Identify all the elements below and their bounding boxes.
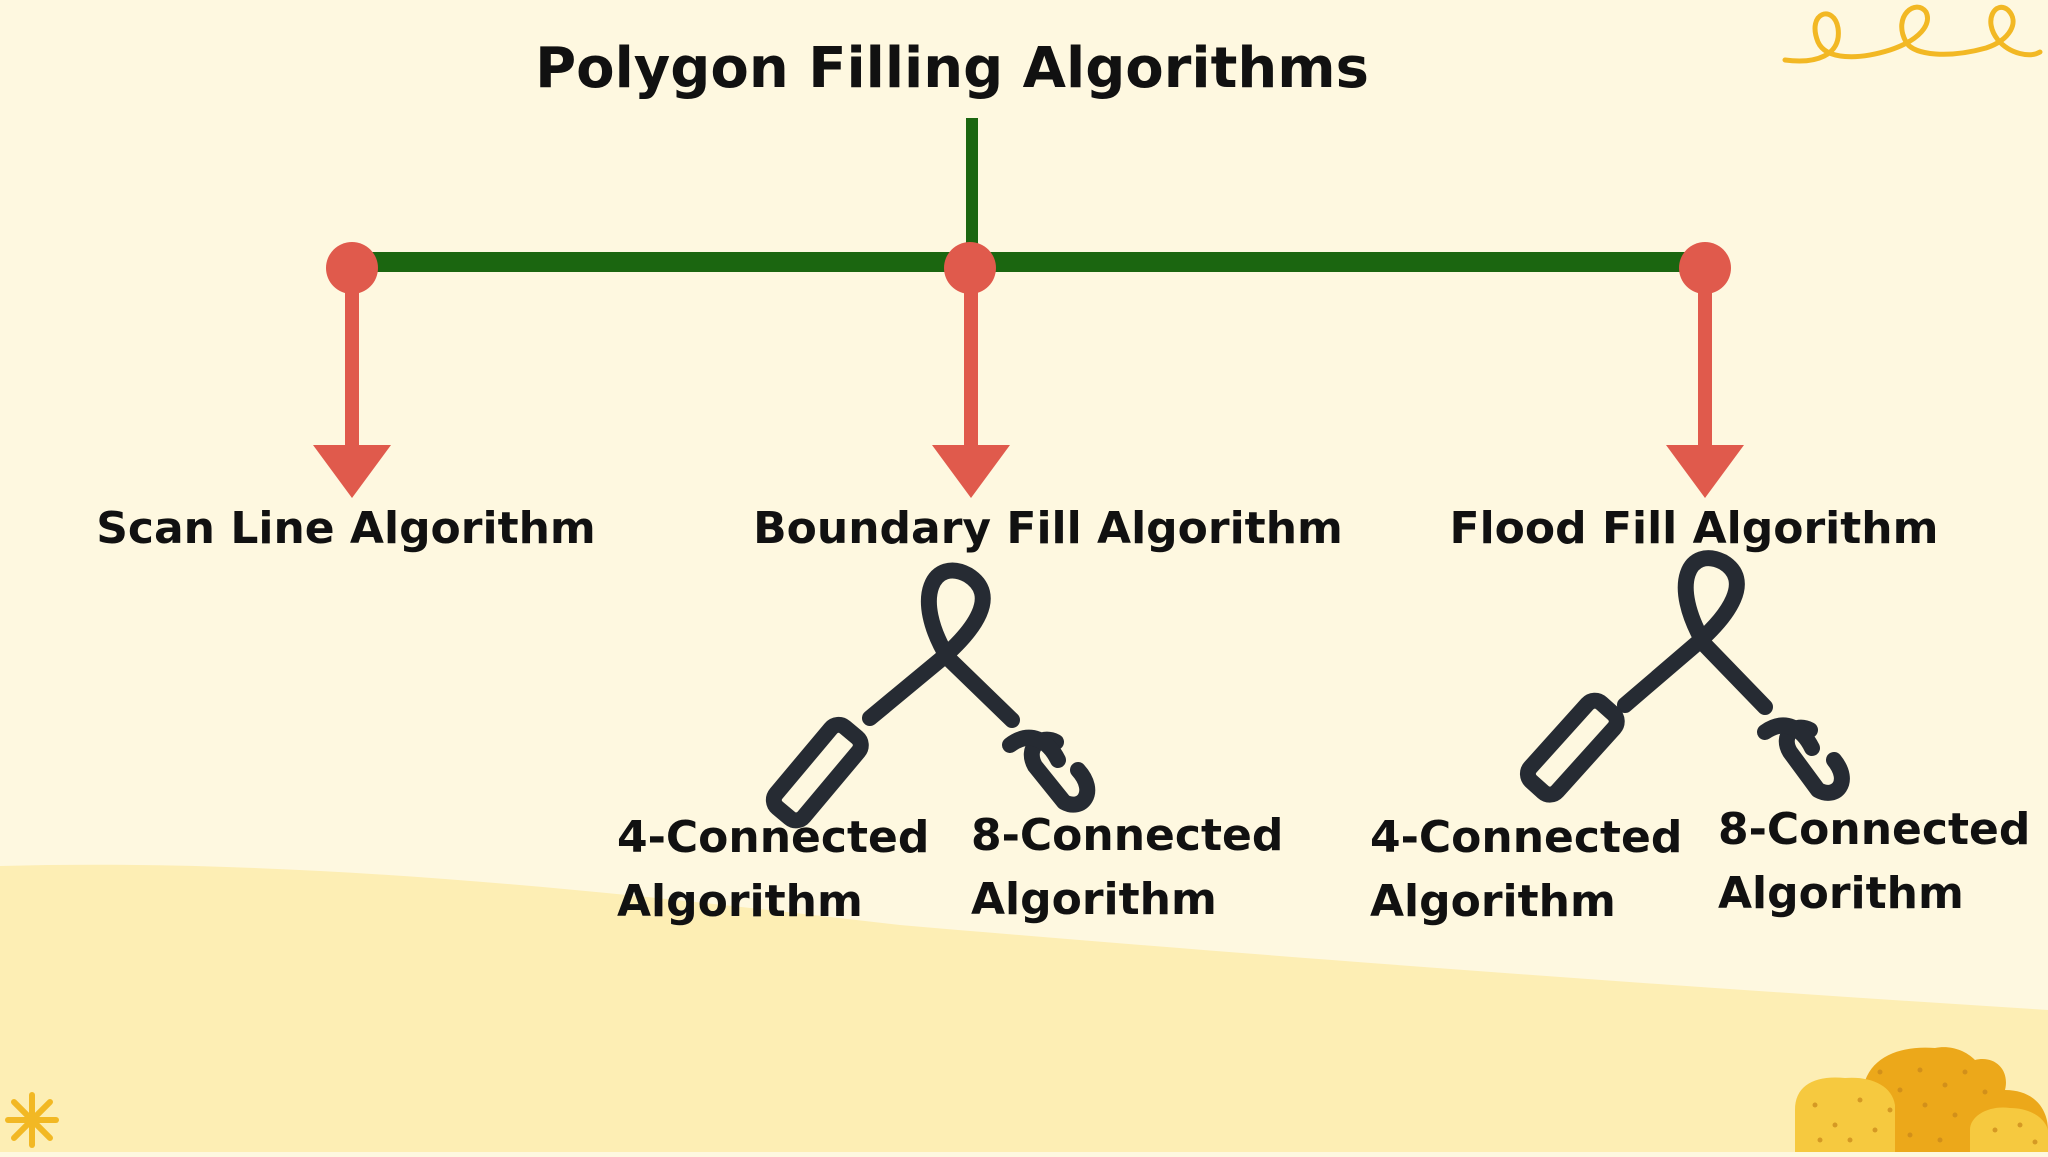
ground-wave (0, 864, 2048, 1152)
child-label-boundary-4-connected-line1: 4-Connected (617, 812, 929, 863)
branch-label-flood-fill: Flood Fill Algorithm (1450, 503, 1939, 554)
node-dot-scan-line (326, 242, 378, 294)
arrow-boundary-fill (932, 285, 1010, 498)
child-label-boundary-8-connected-line2: Algorithm (971, 874, 1217, 925)
arrow-scan-line (313, 285, 391, 498)
child-label-boundary-8-connected-line1: 8-Connected (971, 810, 1283, 861)
child-label-flood-4-connected-line1: 4-Connected (1370, 812, 1682, 863)
arrow-flood-fill (1666, 285, 1744, 498)
chain-split-icon-flood (1519, 550, 1850, 803)
squiggle-icon (1782, 4, 2043, 64)
branch-label-boundary-fill: Boundary Fill Algorithm (753, 503, 1343, 554)
diagram-title: Polygon Filling Algorithms (535, 36, 1369, 101)
asterisk-icon (5, 1092, 59, 1148)
child-label-boundary-4-connected-line2: Algorithm (617, 876, 863, 927)
node-dot-flood-fill (1679, 242, 1731, 294)
child-label-flood-8-connected-line1: 8-Connected (1718, 804, 2030, 855)
bushes-icon (1795, 1047, 2048, 1152)
child-label-flood-4-connected-line2: Algorithm (1370, 876, 1616, 927)
branch-label-scan-line: Scan Line Algorithm (96, 503, 596, 554)
child-label-flood-8-connected-line2: Algorithm (1718, 868, 1964, 919)
chain-split-icon-boundary (765, 562, 1096, 829)
node-dot-boundary-fill (944, 242, 996, 294)
